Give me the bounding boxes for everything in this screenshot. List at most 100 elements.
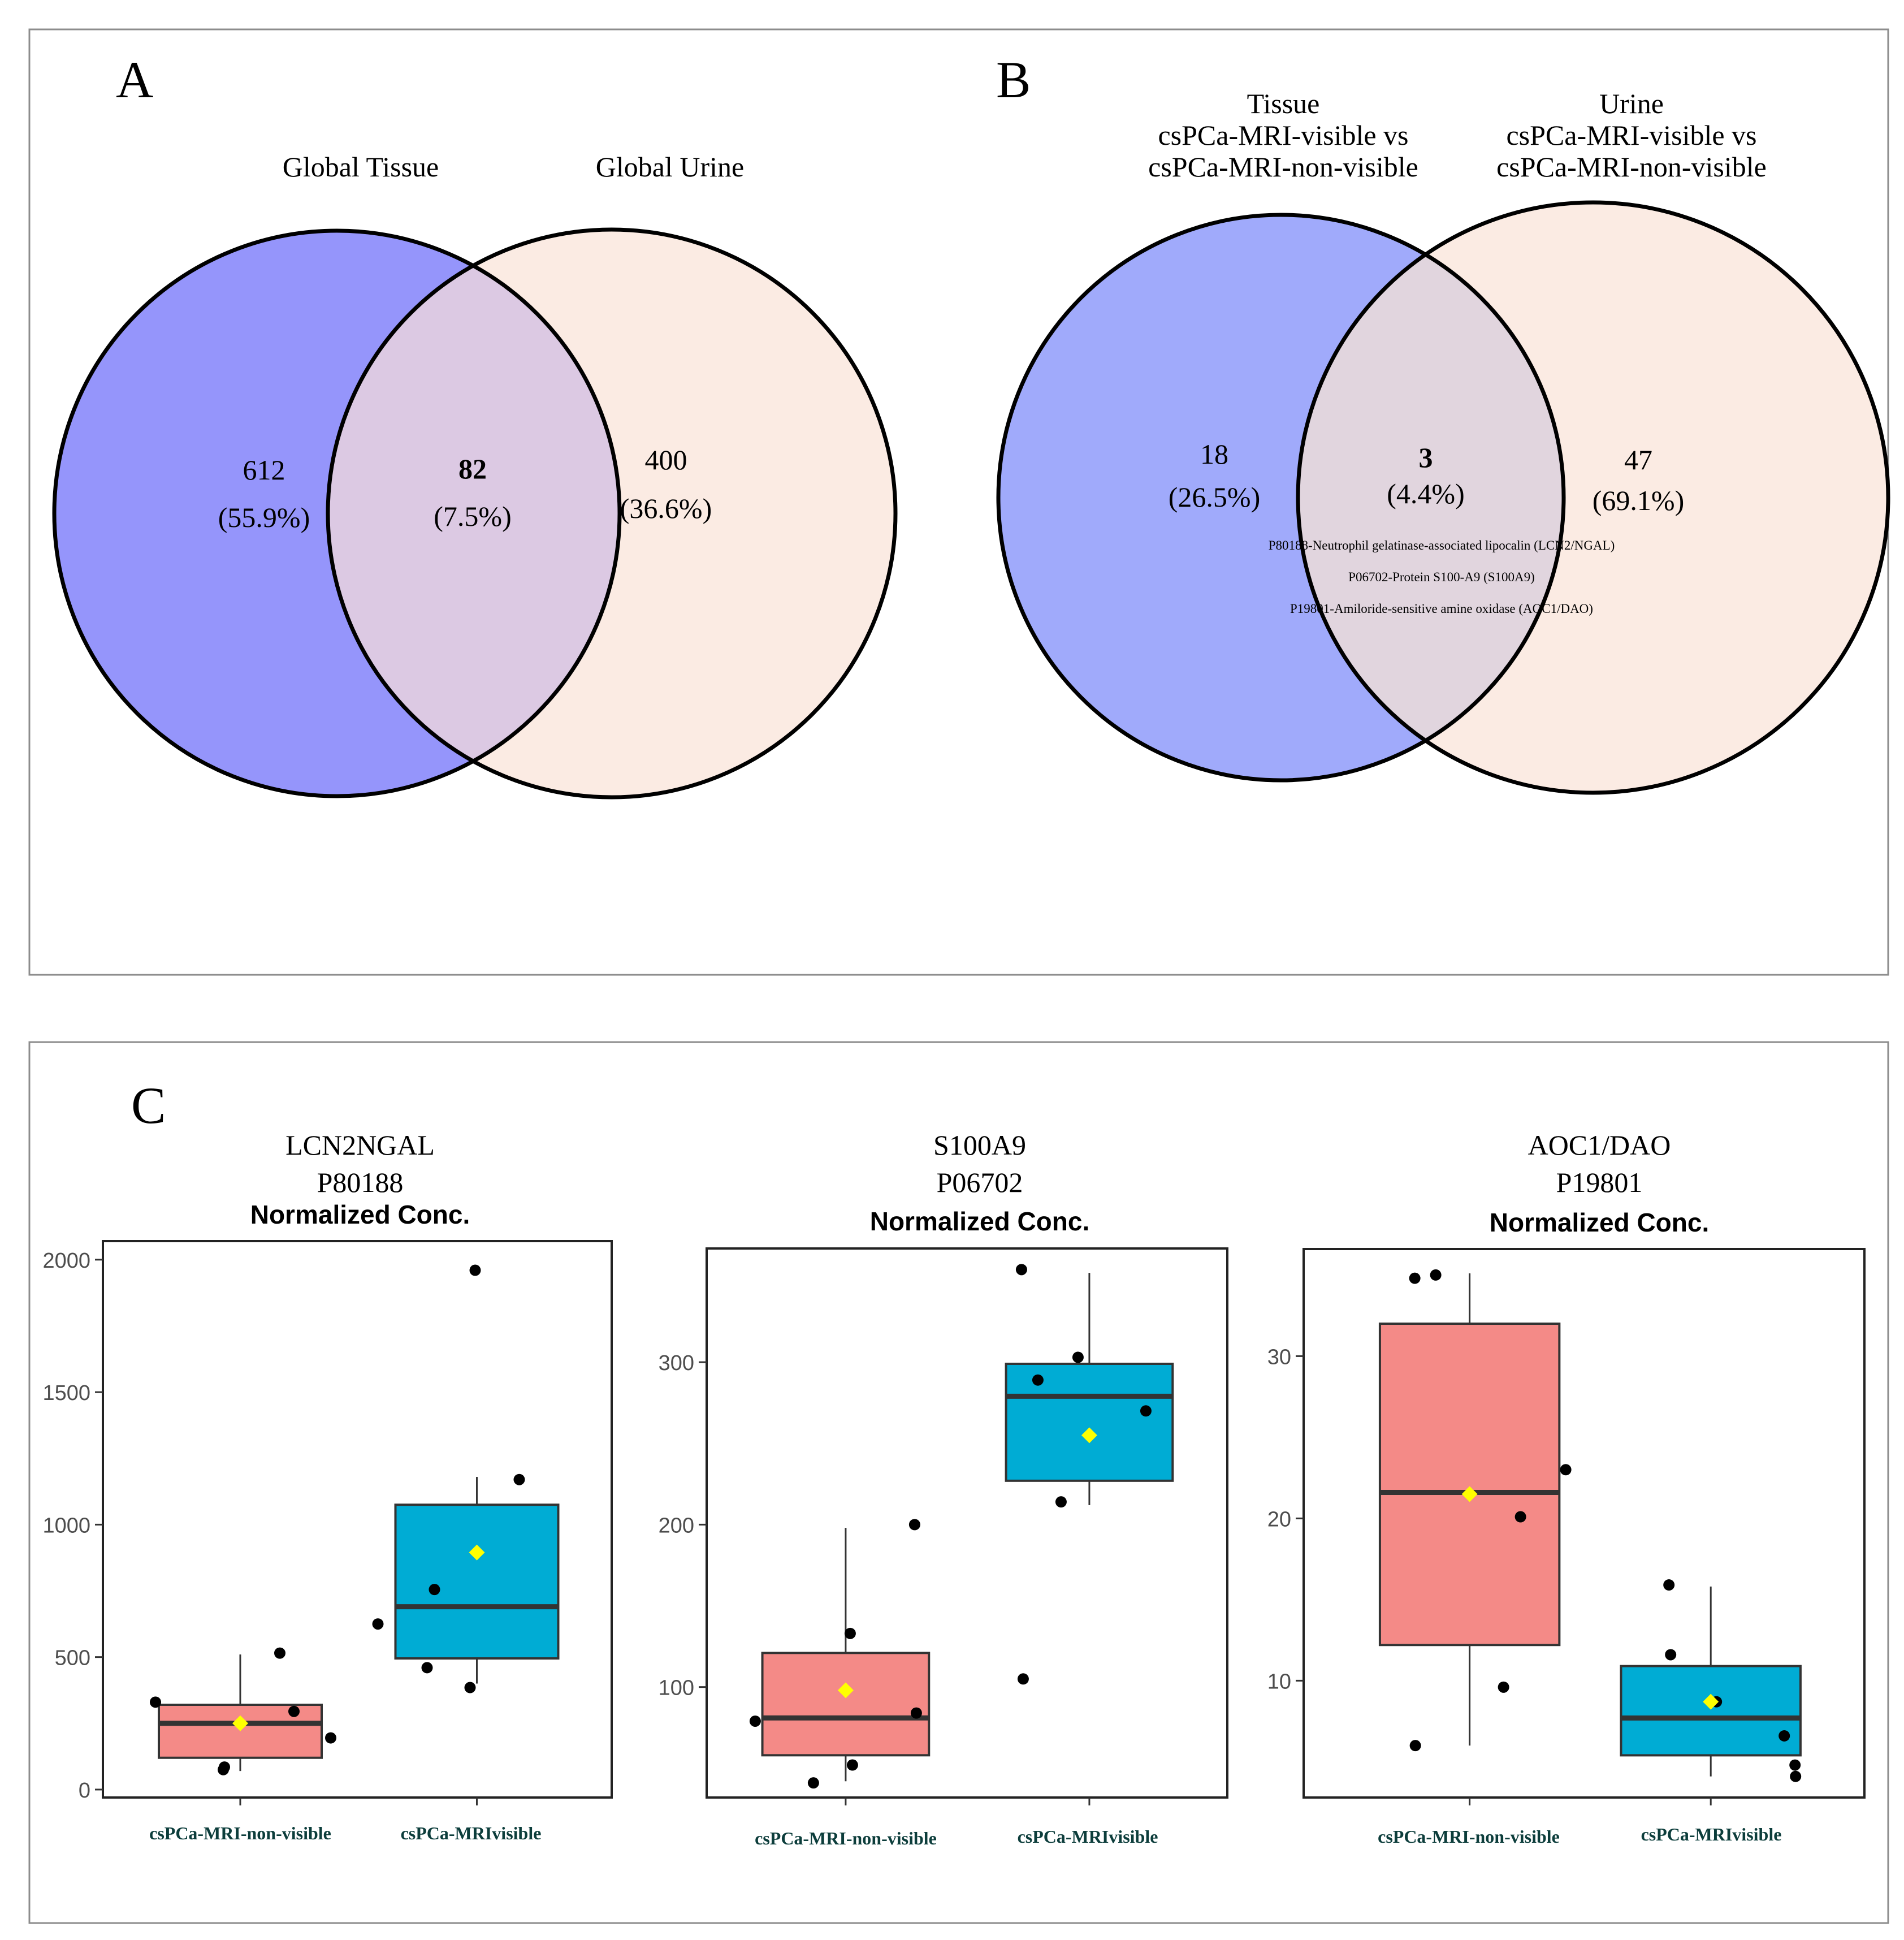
panel-a: A Global Tissue Global Urine 612 (55.9%)… — [52, 51, 898, 800]
venn-a-left-pct: (55.9%) — [218, 502, 310, 533]
plot-1-mean-1 — [1081, 1427, 1097, 1444]
plot-0-ytick-label-1: 500 — [55, 1647, 90, 1670]
plot-2-point-1-5 — [1790, 1770, 1802, 1782]
plot-1-ytick-label-0: 100 — [659, 1677, 694, 1700]
plot-2-ytick-label-0: 10 — [1267, 1670, 1291, 1693]
plot-0-point-1-3 — [421, 1662, 433, 1674]
venn-b-overlap-pct: (4.4%) — [1387, 478, 1464, 509]
venn-b-overlap — [1298, 215, 1564, 780]
plot-2-point-0-4 — [1514, 1511, 1526, 1523]
plot-0-point-0-0 — [150, 1696, 161, 1708]
panel-b-right-label-2: csPCa-MRI-visible vs — [1506, 119, 1756, 151]
plot-2-point-0-3 — [1560, 1464, 1572, 1476]
boxplot-lcn2ngal: LCN2NGAL P80188 Normalized Conc. csPCa-M… — [42, 1129, 613, 1843]
boxplot-aoc1dao: AOC1/DAO P19801 Normalized Conc. csPCa-M… — [1267, 1129, 1866, 1847]
plot-1-mean-0 — [837, 1682, 854, 1699]
plot-0-mean-1 — [469, 1544, 485, 1561]
panel-b-left-label-3: csPCa-MRI-non-visible — [1148, 151, 1418, 183]
plot-1-point-0-5 — [908, 1519, 920, 1531]
plot-1-ytick-label-1: 200 — [659, 1514, 694, 1537]
plot-2-point-0-0 — [1409, 1272, 1421, 1284]
plot-0-frame — [102, 1240, 613, 1799]
plot-2-box-0 — [1378, 1323, 1561, 1647]
plot-1-point-0-2 — [846, 1759, 858, 1771]
plot-2-point-1-3 — [1778, 1730, 1790, 1742]
plot-0-ytick-label-2: 1000 — [42, 1514, 90, 1537]
plot-2-mean-0 — [1461, 1486, 1478, 1502]
plot-1-frame — [706, 1247, 1228, 1799]
panel-a-letter: A — [116, 51, 153, 109]
plot-1-point-1-5 — [1140, 1405, 1152, 1417]
plot-1-point-0-3 — [844, 1627, 856, 1639]
plot-2-point-1-1 — [1665, 1649, 1677, 1661]
plot-0-point-1-4 — [372, 1618, 384, 1630]
plot-0-point-0-3 — [274, 1647, 285, 1659]
plot-0-mean-0 — [232, 1715, 248, 1731]
plot-2-subtitle: Normalized Conc. — [1490, 1208, 1710, 1237]
plot-0-title-1: LCN2NGAL — [285, 1129, 435, 1161]
plot-0-point-0-2 — [218, 1764, 229, 1775]
plot-2-ytick-label-2: 30 — [1267, 1345, 1291, 1369]
plot-0-point-1-2 — [464, 1682, 476, 1693]
protein-label-1: P80188-Neutrophil gelatinase-associated … — [1269, 538, 1615, 552]
panel-b-left-label-1: Tissue — [1247, 88, 1320, 119]
plot-1-title-2: P06702 — [937, 1166, 1023, 1198]
plot-2-point-0-5 — [1498, 1681, 1509, 1693]
plot-1-point-1-4 — [1017, 1673, 1029, 1685]
plot-0-ytick-label-3: 1500 — [42, 1381, 90, 1405]
plot-2-title-1: AOC1/DAO — [1528, 1129, 1671, 1161]
plot-2-point-1-0 — [1663, 1579, 1675, 1591]
venn-a-left-count: 612 — [243, 454, 285, 486]
panel-b-left-label-2: csPCa-MRI-visible vs — [1158, 119, 1408, 151]
plot-0-ytick-label-4: 2000 — [42, 1249, 90, 1273]
plot-1-box-0 — [761, 1652, 931, 1757]
venn-a-overlap-pct: (7.5%) — [434, 500, 511, 532]
protein-label-3: P19801-Amiloride-sensitive amine oxidase… — [1290, 602, 1593, 616]
boxplot-s100a9: S100A9 P06702 Normalized Conc. csPCa-MRI… — [659, 1129, 1228, 1848]
bottom-frame — [28, 1041, 1889, 1924]
plot-0-point-1-0 — [469, 1264, 481, 1276]
plot-1-xlabel-1: csPCa-MRI-non-visible — [755, 1828, 937, 1848]
plot-0-point-1-1 — [513, 1474, 525, 1485]
plot-1-point-0-4 — [910, 1707, 922, 1719]
plot-1-point-1-1 — [1032, 1374, 1044, 1386]
venn-b-right-pct: (69.1%) — [1593, 485, 1684, 516]
plot-2-point-0-2 — [1409, 1740, 1421, 1752]
plot-2-point-1-4 — [1789, 1759, 1801, 1771]
plot-2-frame — [1302, 1248, 1866, 1799]
plot-1-box-1 — [1005, 1362, 1174, 1482]
plot-2-xlabel-1: csPCa-MRI-non-visible — [1378, 1826, 1560, 1847]
plot-0-subtitle: Normalized Conc. — [250, 1200, 470, 1229]
venn-a-right-count: 400 — [645, 444, 687, 476]
plot-0-xlabel-1: csPCa-MRI-non-visible — [149, 1823, 331, 1843]
plot-0-point-1-5 — [429, 1584, 440, 1596]
plot-2-title-2: P19801 — [1556, 1166, 1643, 1198]
panel-b-right-label-1: Urine — [1599, 88, 1664, 119]
plot-1-point-1-2 — [1072, 1351, 1084, 1363]
venn-a-right-pct: (36.6%) — [620, 492, 712, 524]
plot-1-ytick-label-2: 300 — [659, 1351, 694, 1375]
venn-b-right-count: 47 — [1624, 444, 1652, 476]
plot-0-title-2: P80188 — [317, 1166, 404, 1198]
venn-b-left-count: 18 — [1200, 438, 1228, 470]
plot-1-point-1-3 — [1055, 1496, 1067, 1508]
plot-1-point-0-1 — [807, 1777, 819, 1789]
plot-1-point-0-0 — [749, 1715, 761, 1727]
plot-0-box-1 — [394, 1503, 560, 1660]
plot-2-point-0-1 — [1430, 1269, 1442, 1281]
plot-1-subtitle: Normalized Conc. — [870, 1207, 1090, 1236]
plot-2-mean-1 — [1703, 1693, 1719, 1710]
venn-a-overlap-count: 82 — [458, 453, 487, 485]
venn-a-overlap — [328, 231, 620, 796]
venn-b-left-pct: (26.5%) — [1169, 481, 1260, 513]
plot-0-point-0-5 — [325, 1732, 336, 1744]
plot-1-point-1-0 — [1015, 1264, 1027, 1276]
plot-2-ytick-label-1: 20 — [1267, 1507, 1291, 1531]
plot-0-xlabel-2: csPCa-MRIvisible — [401, 1823, 542, 1843]
plot-2-xlabel-2: csPCa-MRIvisible — [1641, 1824, 1782, 1844]
protein-label-2: P06702-Protein S100-A9 (S100A9) — [1348, 570, 1535, 584]
plot-1-title-1: S100A9 — [933, 1129, 1026, 1161]
plot-0-point-0-4 — [288, 1705, 300, 1717]
plot-2-box-1 — [1620, 1665, 1802, 1757]
